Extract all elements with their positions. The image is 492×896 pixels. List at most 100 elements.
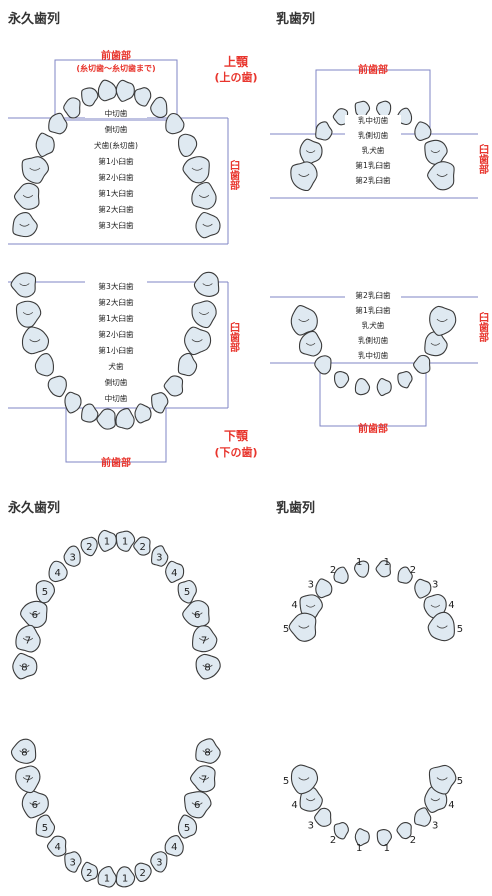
tooth-name-label: 側切歯 <box>105 377 128 387</box>
tooth-number: 5 <box>184 587 190 598</box>
tooth-label-box <box>85 377 147 387</box>
tooth-number: 5 <box>42 823 48 834</box>
tooth-name-label: 乳中切歯 <box>358 115 389 125</box>
tooth-label-box <box>85 172 147 182</box>
tooth <box>290 764 319 795</box>
tooth <box>150 545 169 567</box>
tooth <box>375 560 391 578</box>
tooth <box>150 851 168 873</box>
tooth-number: 3 <box>156 553 162 564</box>
tooth <box>63 97 81 119</box>
tooth <box>96 408 116 430</box>
tooth-number: 8 <box>21 662 27 673</box>
upper-jaw-label: 上顎 <box>224 54 249 69</box>
permanent-dentition-numbered-heading: 永久歯列 <box>8 501 61 516</box>
tooth-number: 6 <box>194 800 200 811</box>
tooth-name-label: 第1乳臼歯 <box>355 305 391 315</box>
tooth-number: 2 <box>330 835 336 846</box>
tooth-label-box <box>85 329 147 339</box>
tooth <box>191 625 218 653</box>
tooth-number: 3 <box>432 580 438 591</box>
permanent-lower-arch: 前歯部 下顎 (下の歯) 臼歯部 第3大臼歯第2大臼歯第1大臼歯第2小臼歯第1小… <box>8 271 258 469</box>
tooth <box>354 378 371 396</box>
tooth <box>80 536 98 557</box>
tooth-label-box <box>345 335 401 345</box>
tooth-label-box <box>85 204 147 214</box>
tooth-number: 6 <box>32 800 38 811</box>
tooth <box>115 530 136 552</box>
tooth-number: 3 <box>432 820 438 831</box>
tooth-number: 5 <box>184 823 190 834</box>
tooth-number: 5 <box>42 587 48 598</box>
permanent-upper-arch: 前歯部 (糸切歯〜糸切歯まで) 上顎 (上の歯) 臼歯部 中切歯側切歯犬歯(糸切… <box>8 49 258 245</box>
tooth-name-label: 乳犬歯 <box>362 145 385 155</box>
tooth-number: 1 <box>384 557 390 568</box>
tooth <box>376 829 392 847</box>
tooth <box>427 611 455 642</box>
tooth-number: 3 <box>156 857 162 868</box>
tooth-name-label: 犬歯 <box>108 361 124 371</box>
tooth-number: 1 <box>356 557 362 568</box>
tooth-number: 4 <box>54 842 60 853</box>
tooth-name-label: 第2大臼歯 <box>98 204 134 214</box>
tooth-number: 7 <box>25 775 31 786</box>
tooth <box>12 212 38 238</box>
tooth <box>165 560 185 584</box>
tooth <box>193 271 220 297</box>
tooth-number: 7 <box>201 775 207 786</box>
tooth <box>184 326 212 356</box>
tooth <box>191 181 217 210</box>
tooth-number: 1 <box>384 843 390 854</box>
tooth-label-box <box>85 281 147 291</box>
tooth <box>97 866 117 888</box>
tooth-name-label: 第2乳臼歯 <box>355 290 391 300</box>
tooth-label-box <box>85 156 147 166</box>
tooth <box>35 580 55 604</box>
tooth <box>134 87 152 107</box>
tooth-groove <box>436 173 448 177</box>
tooth <box>314 807 332 827</box>
tooth-number: 4 <box>171 842 177 853</box>
tooth-groove <box>305 342 316 346</box>
tooth <box>298 330 323 357</box>
tooth-label-box <box>85 313 147 323</box>
tooth <box>21 326 50 355</box>
tooth-name-label: 側切歯 <box>105 124 128 134</box>
tooth-groove <box>22 194 34 198</box>
tooth-groove <box>22 311 34 315</box>
tooth-name-label: 犬歯(糸切歯) <box>94 140 138 150</box>
tooth <box>189 765 216 793</box>
tooth-number: 5 <box>283 776 289 787</box>
tooth-groove <box>436 777 448 781</box>
tooth-number: 3 <box>308 820 314 831</box>
tooth-groove <box>22 637 34 641</box>
tooth-label-box <box>85 140 147 150</box>
tooth-label-box <box>85 188 147 198</box>
tooth <box>12 652 38 680</box>
tooth-groove <box>198 777 210 781</box>
tooth <box>376 100 392 118</box>
tooth <box>163 375 184 397</box>
tooth-number: 3 <box>69 553 75 564</box>
tooth <box>414 807 432 827</box>
tooth-groove <box>436 318 448 322</box>
tooth-groove <box>19 750 30 754</box>
tooth-label-box <box>345 290 401 300</box>
primary-lower-front-bracket <box>319 362 427 427</box>
tooth-groove <box>19 664 30 668</box>
tooth <box>81 87 99 107</box>
molar-region-label: 臼歯部 <box>228 159 240 191</box>
tooth <box>397 370 413 389</box>
tooth-name-label: 乳犬歯 <box>362 320 385 330</box>
tooth-name-label: 第2小臼歯 <box>98 172 134 182</box>
tooth <box>151 392 169 414</box>
tooth <box>48 112 68 135</box>
tooth-groove <box>191 339 203 343</box>
tooth-groove <box>305 604 316 608</box>
tooth <box>288 612 317 642</box>
tooth-label-box <box>345 175 401 185</box>
tooth-number: 4 <box>448 600 454 611</box>
primary-lower-front-label: 前歯部 <box>358 422 388 435</box>
tooth <box>177 814 198 839</box>
